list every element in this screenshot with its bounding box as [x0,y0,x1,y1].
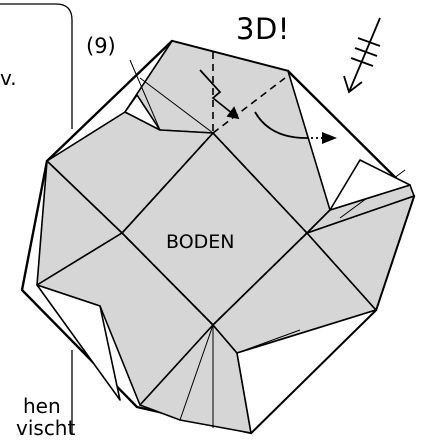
text-panel-border [0,3,73,435]
valley-fold-lines [212,52,286,134]
white-tri-bottom-right [236,309,377,434]
white-tri-bottom-left [36,284,121,401]
white-triangles [36,94,411,434]
headline-3d: 3D! [236,12,290,46]
cropped-text-fragment-line-2: vischt [16,416,76,440]
cropped-text-fragment-top: v. [0,66,17,90]
cropped-text-fragment-line-1: hen [23,394,61,418]
mountain-fold-lines [121,132,308,326]
step-number: (9) [86,34,116,58]
valley-fold-arrow-icon [254,111,337,144]
zigzag-arrow-icon [199,69,240,120]
white-tri-top-left [124,94,161,131]
repeat-arrow-icon [343,17,381,94]
boden-label: BODEN [166,231,235,253]
white-tri-right [329,159,411,211]
